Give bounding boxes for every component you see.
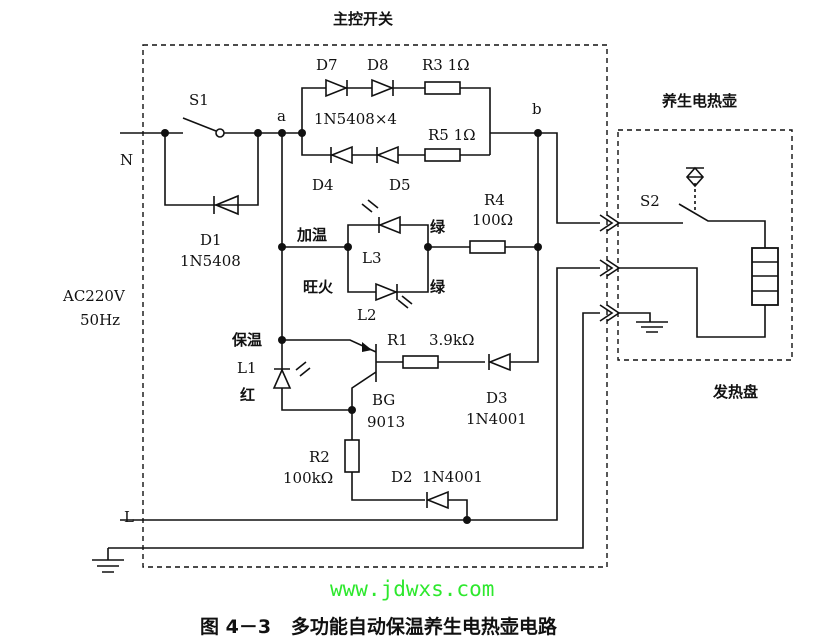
voltage-label: AC220V	[62, 287, 126, 305]
ground-icon	[92, 548, 124, 573]
l-line	[120, 267, 600, 521]
watermark: www.jdwxs.com	[330, 577, 494, 601]
a-rail	[281, 133, 352, 411]
d3-part-label: 1N4001	[466, 410, 527, 428]
d2-label: D2 1N4001	[391, 468, 483, 486]
ground-line	[108, 312, 600, 549]
r1-value: 3.9kΩ	[429, 331, 474, 349]
kettle-label: 养生电热壶	[661, 92, 737, 110]
r2-label: R2	[309, 448, 330, 466]
d7-d8-r3-branch	[301, 78, 600, 224]
diode-group-label: 1N5408×4	[314, 110, 397, 128]
boil-label: 旺火	[303, 278, 334, 296]
r4-value: 100Ω	[472, 211, 513, 229]
r4-label: R4	[484, 191, 505, 209]
node-b-label: b	[532, 100, 542, 118]
d5-label: D5	[389, 176, 411, 194]
r3-label: R3 1Ω	[422, 56, 470, 74]
r5-label: R5 1Ω	[428, 126, 476, 144]
d1-label: D1	[200, 231, 222, 249]
n-label: N	[120, 151, 133, 169]
keep-warm-label: 保温	[231, 331, 262, 349]
d4-label: D4	[312, 176, 334, 194]
figure-caption: 图 4－3 多功能自动保温养生电热壶电路	[200, 615, 558, 638]
thermostat-icon	[685, 166, 705, 188]
connector-icon	[599, 214, 621, 322]
r2-value: 100kΩ	[283, 469, 333, 487]
node-a-label: a	[277, 107, 286, 125]
main-switch-title: 主控开关	[333, 10, 393, 28]
s1-switch	[120, 117, 302, 138]
l3-color-label: 绿	[430, 218, 446, 236]
bg-transistor	[272, 339, 511, 520]
bg-label: BG	[372, 391, 395, 409]
l2-label: L2	[357, 306, 377, 324]
l1-color-label: 红	[240, 386, 255, 404]
l3-label: L3	[362, 249, 382, 267]
ground-icon	[636, 321, 668, 333]
d1-diode	[164, 133, 259, 216]
b-rail	[510, 133, 539, 363]
l2-color-label: 绿	[430, 278, 446, 296]
s2-label: S2	[640, 192, 660, 210]
heater-label: 发热盘	[712, 383, 758, 401]
heat-label: 加温	[296, 226, 327, 244]
main-control-box	[142, 44, 608, 568]
r1-label: R1	[387, 331, 408, 349]
heater-box	[617, 129, 793, 361]
d8-label: D8	[367, 56, 389, 74]
s1-label: S1	[189, 91, 209, 109]
bg-part-label: 9013	[367, 413, 405, 431]
heater-internals	[619, 166, 779, 338]
l1-label: L1	[237, 359, 257, 377]
l-label: L	[124, 508, 134, 526]
freq-label: 50Hz	[80, 311, 120, 329]
junction-dots	[161, 129, 542, 524]
d7-label: D7	[316, 56, 338, 74]
d3-label: D3	[486, 389, 508, 407]
d1-part-label: 1N5408	[180, 252, 241, 270]
